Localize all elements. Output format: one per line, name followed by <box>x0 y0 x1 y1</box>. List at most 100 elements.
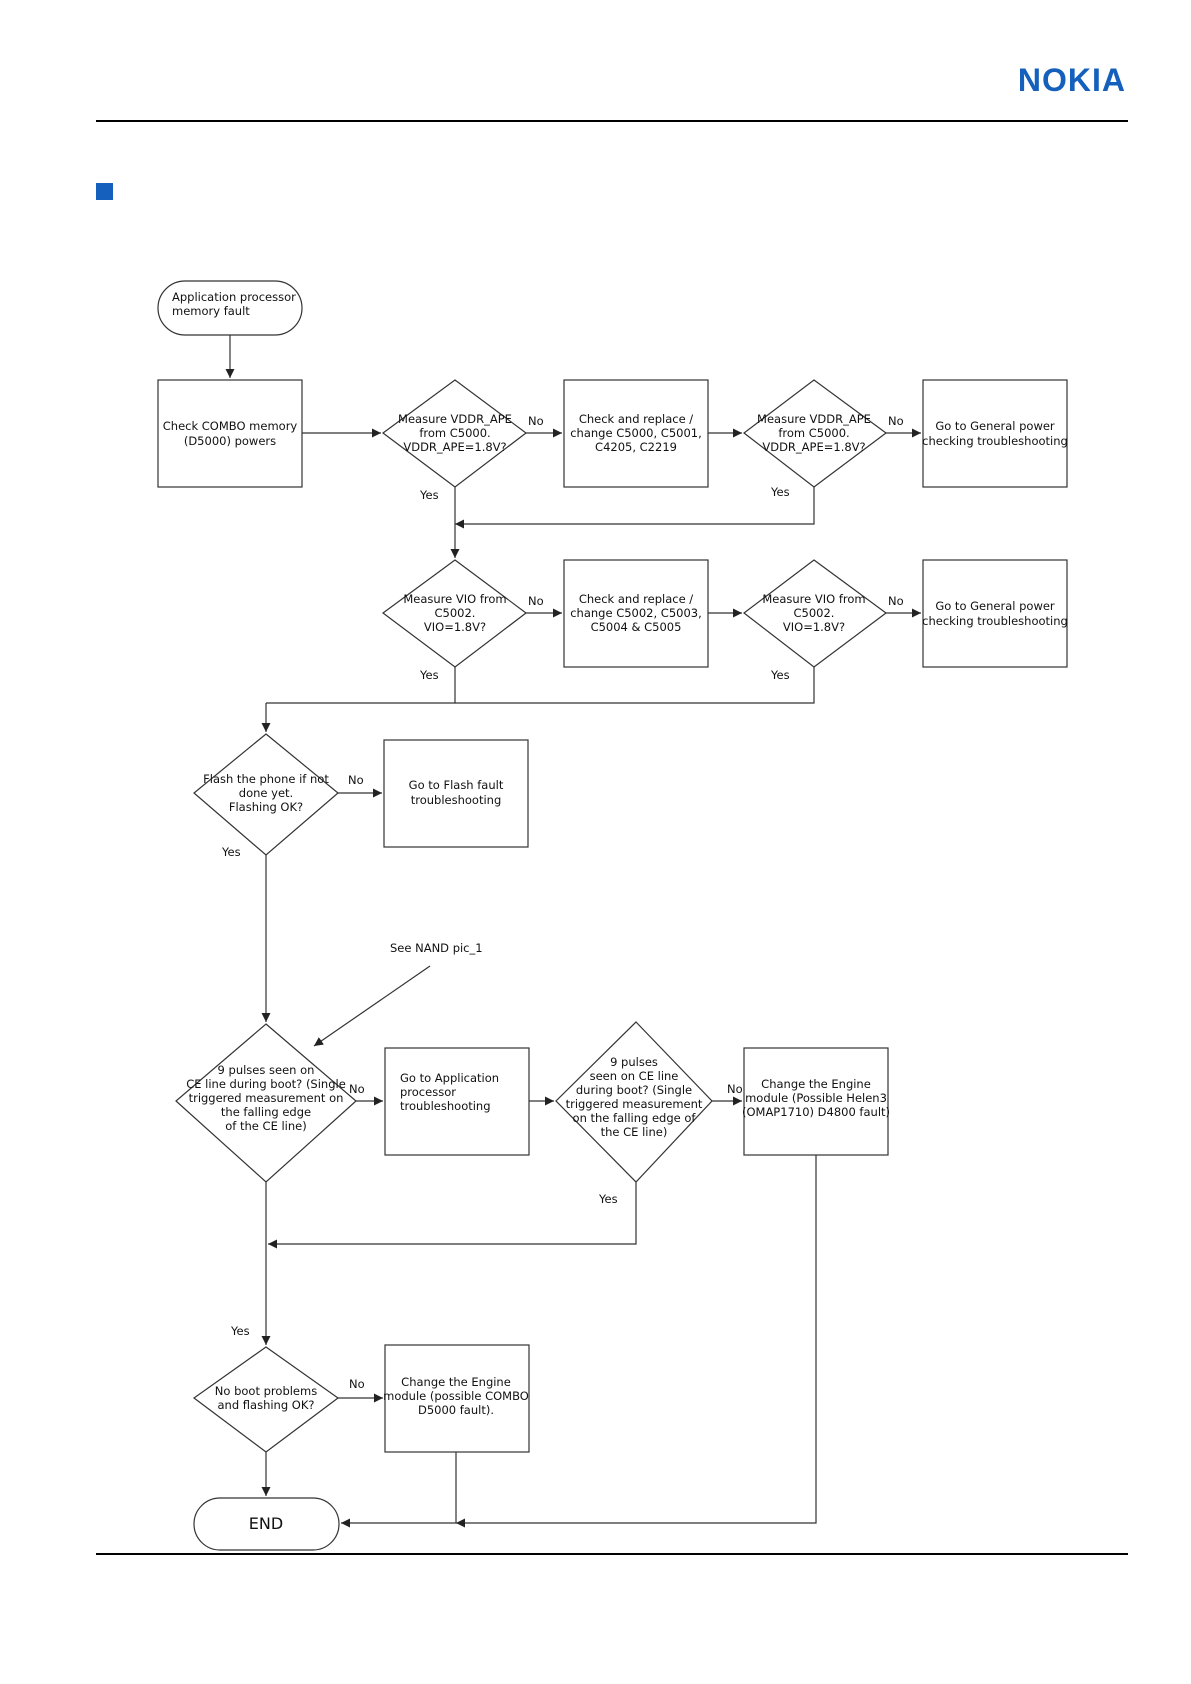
svg-text:Application processor: Application processor <box>172 290 296 304</box>
no-boot-line-2: and flashing OK? <box>218 1398 315 1412</box>
vddr1-line-2: from C5000. <box>419 426 490 440</box>
no-label-vio1: No <box>528 594 544 608</box>
line-vio2-yes <box>455 667 815 704</box>
svg-text:change C5000, C5001,: change C5000, C5001, <box>570 426 702 440</box>
combo-line-2: module (possible COMBO <box>383 1389 529 1403</box>
replace-c5000-text: Check and replace /change C5000, C5001,C… <box>570 412 702 454</box>
svg-text:from C5000.: from C5000. <box>419 426 490 440</box>
pulses2-line-3: during boot? (Single <box>576 1083 692 1097</box>
svg-text:(OMAP1710) D4800 fault): (OMAP1710) D4800 fault) <box>742 1105 890 1119</box>
vio1-line-2: C5002. <box>435 606 476 620</box>
check-combo-box <box>157 379 303 488</box>
header-rule <box>96 120 1128 122</box>
svg-text:done yet.: done yet. <box>239 786 293 800</box>
app-line-2: processor <box>400 1085 456 1099</box>
end-terminal <box>193 1497 340 1551</box>
svg-text:on the falling edge of: on the falling edge of <box>573 1111 697 1125</box>
svg-text:module (possible COMBO: module (possible COMBO <box>383 1389 529 1403</box>
svg-text:VIO=1.8V?: VIO=1.8V? <box>424 620 486 634</box>
no-label-flash: No <box>348 773 364 787</box>
pulses1-line-2: CE line during boot? (Single <box>186 1077 346 1091</box>
start-line-1: Application processor <box>172 290 296 304</box>
pulses1-line-4: the falling edge <box>221 1105 311 1119</box>
yes-label-flash: Yes <box>221 845 241 859</box>
svg-text:of the CE line): of the CE line) <box>225 1119 306 1133</box>
combo-line-3: D5000 fault). <box>418 1403 494 1417</box>
svg-text:Go to General power: Go to General power <box>935 419 1055 433</box>
pulses2-line-4: triggered measurement <box>566 1097 703 1111</box>
arrow-pulses2-yes <box>268 1182 637 1249</box>
helen-line-1: Change the Engine <box>761 1077 871 1091</box>
svg-text:C5004 & C5005: C5004 & C5005 <box>591 620 682 634</box>
general-power-1-line-1: Go to General power <box>935 419 1055 433</box>
svg-text:C5002.: C5002. <box>435 606 476 620</box>
vio-decision-1 <box>381 559 527 668</box>
flash-decision <box>193 733 339 856</box>
svg-text:Go to Flash fault: Go to Flash fault <box>409 778 504 792</box>
pulses2-line-6: the CE line) <box>601 1125 668 1139</box>
no-label-pulses2: No <box>727 1082 743 1096</box>
vddr1-line-1: Measure VDDR_APE <box>398 412 512 426</box>
branch-labels: No No Yes Yes No No Yes Yes No Yes No No… <box>221 414 904 1391</box>
svg-text:CE line during boot? (Single: CE line during boot? (Single <box>186 1077 346 1091</box>
svg-text:Go to General power: Go to General power <box>935 599 1055 613</box>
vio1-line-3: VIO=1.8V? <box>424 620 486 634</box>
svg-text:Measure VIO from: Measure VIO from <box>403 592 506 606</box>
yes-label-vio1: Yes <box>419 668 439 682</box>
flash-line-2: done yet. <box>239 786 293 800</box>
arrow-nand-note <box>313 965 431 1047</box>
flash-fault-line-2: troubleshooting <box>411 793 502 807</box>
general-power-2-line-2: checking troubleshooting <box>922 614 1068 628</box>
check-combo-line-2: (D5000) powers <box>184 434 276 448</box>
svg-text:Check and replace /: Check and replace / <box>579 412 693 426</box>
app-processor-text: Go to Applicationprocessortroubleshootin… <box>400 1071 499 1113</box>
svg-text:memory fault: memory fault <box>172 304 250 318</box>
svg-text:and flashing OK?: and flashing OK? <box>218 1398 315 1412</box>
yes-label-pulses2: Yes <box>598 1192 618 1206</box>
general-power-1-line-2: checking troubleshooting <box>922 434 1068 448</box>
no-label-vddr2: No <box>888 414 904 428</box>
pulses1-line-1: 9 pulses seen on <box>218 1063 315 1077</box>
app-line-1: Go to Application <box>400 1071 499 1085</box>
replace-c5002-box <box>563 559 709 668</box>
svg-text:VDDR_APE=1.8V?: VDDR_APE=1.8V? <box>762 440 865 454</box>
vio-decision-2 <box>743 559 888 668</box>
pulses-decision-1 <box>175 1023 357 1183</box>
svg-text:Check COMBO memory: Check COMBO memory <box>163 419 298 433</box>
svg-text:processor: processor <box>400 1085 456 1099</box>
svg-text:Measure VIO from: Measure VIO from <box>762 592 865 606</box>
yes-label-vio2: Yes <box>770 668 790 682</box>
arrow-combo-to-end <box>341 1452 457 1528</box>
svg-text:C5002.: C5002. <box>794 606 835 620</box>
general-power-box-1 <box>922 379 1068 488</box>
app-processor-box <box>384 1047 530 1156</box>
change-engine-combo-box <box>384 1344 530 1453</box>
vddr-decision-1 <box>381 379 527 488</box>
general-power-2-line-1: Go to General power <box>935 599 1055 613</box>
pulses2-line-5: on the falling edge of <box>573 1111 697 1125</box>
arrow-vddr2-yes <box>455 487 815 529</box>
svg-text:Change the Engine: Change the Engine <box>761 1077 871 1091</box>
replace-c5000-line-2: change C5000, C5001, <box>570 426 702 440</box>
svg-text:module (Possible Helen3: module (Possible Helen3 <box>745 1091 887 1105</box>
flash-fault-line-1: Go to Flash fault <box>409 778 504 792</box>
svg-text:triggered measurement on: triggered measurement on <box>189 1091 344 1105</box>
no-label-noboot: No <box>349 1377 365 1391</box>
pulses-decision-2 <box>555 1021 713 1183</box>
svg-text:seen on CE line: seen on CE line <box>590 1069 679 1083</box>
svg-text:Flash the phone if not: Flash the phone if not <box>203 772 329 786</box>
svg-text:9 pulses: 9 pulses <box>610 1055 658 1069</box>
footer-rule <box>96 1553 1128 1555</box>
check-combo-text: Check COMBO memory(D5000) powers <box>163 419 298 448</box>
vddr2-line-3: VDDR_APE=1.8V? <box>762 440 865 454</box>
svg-text:checking troubleshooting: checking troubleshooting <box>922 614 1068 628</box>
svg-text:D5000 fault).: D5000 fault). <box>418 1403 494 1417</box>
